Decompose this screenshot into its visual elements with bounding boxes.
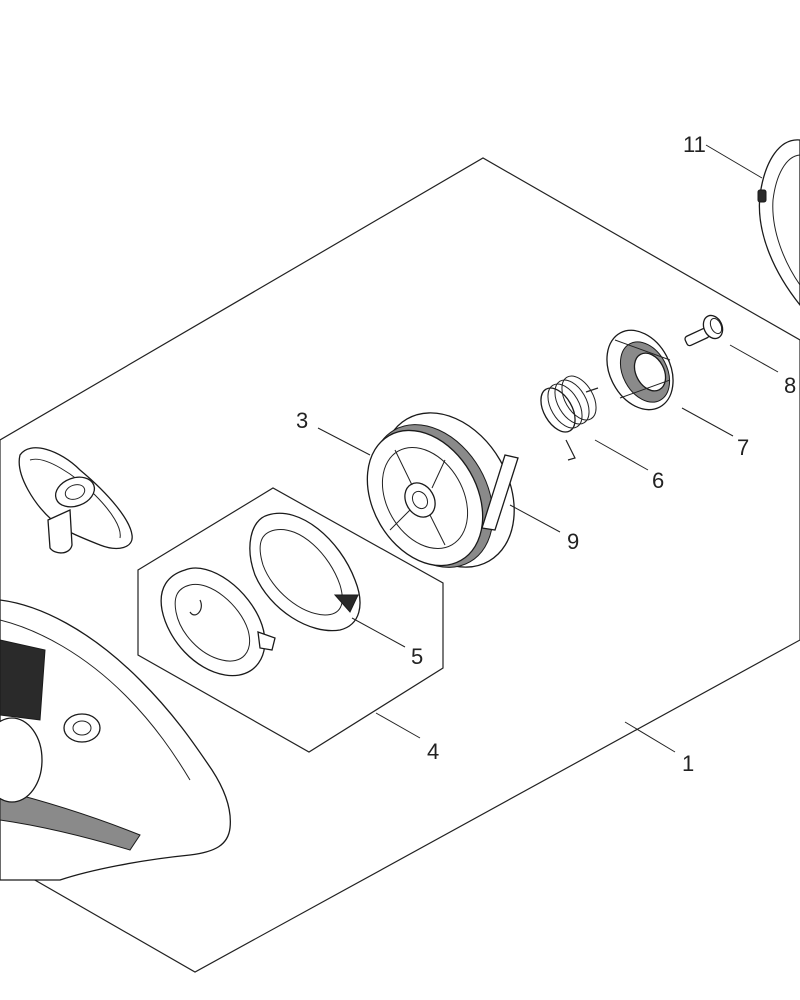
label-9: 9 (567, 529, 579, 554)
coil-spring-part (540, 375, 599, 461)
label-4: 4 (427, 739, 439, 764)
spring-kit-outline (137, 487, 444, 753)
label-7: 7 (737, 435, 749, 460)
label-11: 11 (683, 132, 706, 157)
rope-part (481, 454, 519, 531)
starter-housing-part (757, 139, 800, 307)
rope-pulley-part (366, 412, 515, 568)
screw-part (684, 314, 724, 347)
starter-handle-part (18, 447, 133, 554)
label-8: 8 (784, 373, 796, 398)
leader-lines (317, 144, 779, 753)
starter-cover-part (0, 599, 231, 881)
label-3: 3 (296, 408, 308, 433)
spring-case-part (249, 512, 361, 632)
label-6: 6 (652, 468, 664, 493)
recoil-spring-part (160, 567, 276, 677)
ratchet-part (606, 329, 674, 411)
label-1: 1 (682, 751, 694, 776)
assembly-outline (0, 157, 800, 973)
label-5: 5 (411, 644, 423, 669)
